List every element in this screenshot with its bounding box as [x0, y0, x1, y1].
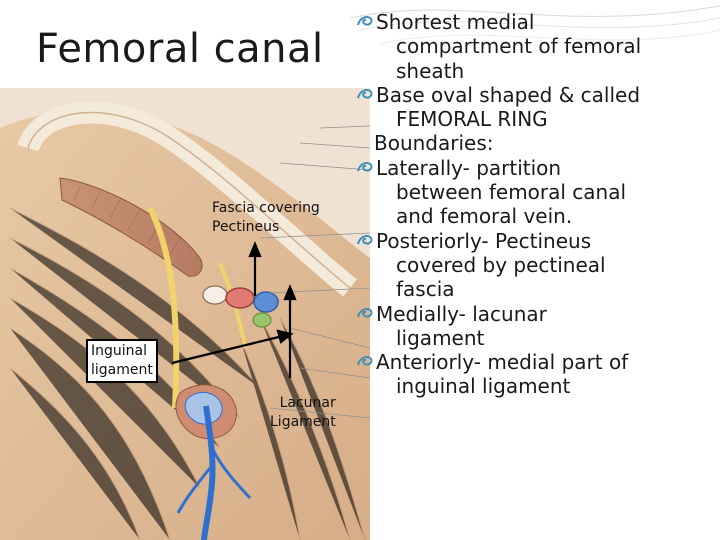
swirl-bullet-icon: [357, 356, 373, 366]
swirl-bullet-icon: [357, 307, 373, 318]
bullet-text: Anteriorly- medial part of: [376, 350, 629, 375]
bullet-text: Laterally- partition: [376, 155, 562, 180]
bullet-text: Shortest medial: [376, 10, 535, 34]
bullet-continuation-text: sheath: [396, 58, 465, 83]
swirl-bullet-icon: [357, 234, 373, 245]
label-fascia-covering-pectineus: Fascia covering Pectineus: [212, 200, 320, 235]
bullet-text: Boundaries:: [374, 131, 494, 156]
swirl-bullet-icon: [357, 88, 373, 99]
bullet-continuation-text: FEMORAL RING: [396, 107, 548, 132]
swirl-bullet-icon: [357, 16, 373, 26]
swirl-bullet-icon: [357, 161, 373, 172]
label-inguinal-ligament: Inguinal ligament: [86, 339, 158, 383]
bullet-text: Posteriorly- Pectineus: [376, 228, 592, 253]
bullet-continuation-text: between femoral canal: [396, 180, 627, 205]
plain-text-item: Boundaries:: [352, 131, 718, 155]
bullet-continuation-text: fascia: [396, 277, 455, 302]
anatomy-illustration: Fascia covering Pectineus Inguinal ligam…: [0, 88, 371, 540]
bullet-text: Medially- lacunar: [376, 301, 547, 326]
bullet-continuation-text: compartment of femoral: [396, 34, 642, 59]
bullet-continuation-text: inguinal ligament: [396, 374, 571, 399]
pointer-arrows: [171, 241, 297, 378]
bullet-continuation-text: and femoral vein.: [396, 204, 573, 229]
bullet-continuation-text: ligament: [396, 325, 485, 350]
bullet-continuation-text: covered by pectineal: [396, 252, 606, 277]
femoral-region-drawing: [0, 88, 371, 540]
slide-title: Femoral canal: [36, 26, 324, 72]
bullet-text: Base oval shaped & called: [376, 82, 641, 107]
label-lacunar-ligament: Lacunar Ligament: [270, 395, 336, 430]
